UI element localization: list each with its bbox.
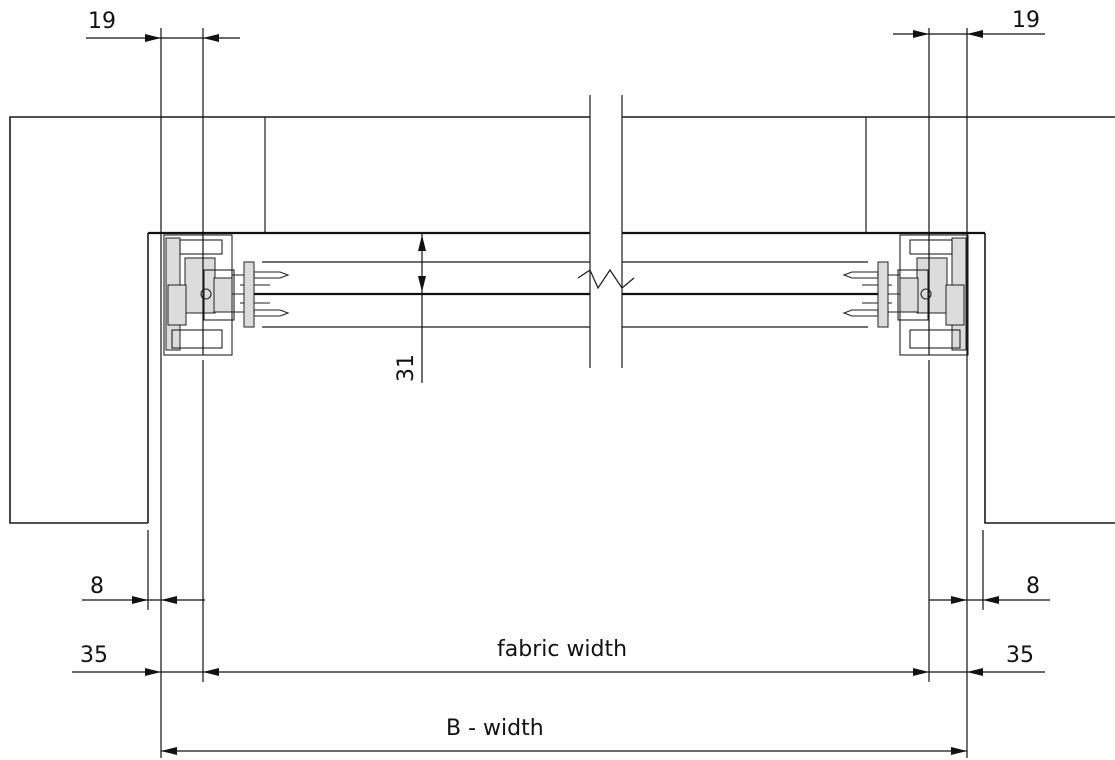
dim-19-right: [893, 30, 1045, 38]
wall-outline: [9, 116, 1115, 524]
dim-31-vertical: [418, 233, 426, 383]
dim-8-left: [82, 596, 205, 604]
label-35-right: 35: [1006, 643, 1034, 668]
label-19-right: 19: [1012, 8, 1040, 33]
dim-b-width: [161, 747, 967, 755]
label-19-left: 19: [88, 9, 116, 34]
label-b-width: B - width: [446, 716, 544, 741]
label-31: 31: [394, 354, 419, 382]
dim-19-left: [86, 34, 240, 42]
rails: [245, 261, 885, 328]
extension-lines: [147, 28, 984, 758]
right-profile: [842, 234, 969, 356]
dim-fabric-width: [72, 668, 1045, 676]
left-profile: [163, 234, 290, 356]
label-fabric-width: fabric width: [497, 637, 627, 662]
label-8-right: 8: [1026, 574, 1040, 599]
dim-8-right: [929, 596, 1050, 604]
label-35-left: 35: [80, 643, 108, 668]
label-8-left: 8: [90, 574, 104, 599]
break-lines: [577, 95, 635, 368]
